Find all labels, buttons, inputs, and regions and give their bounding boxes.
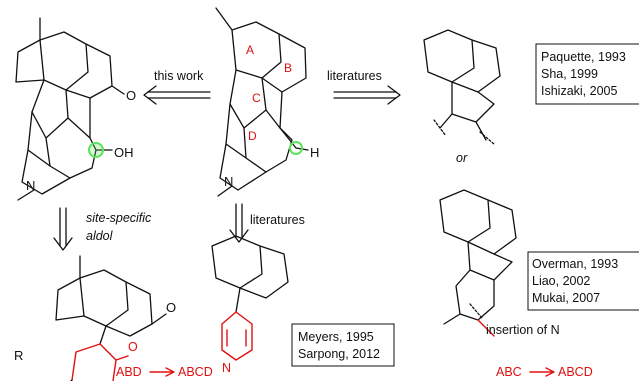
hydroxyl-stereocenter-marker bbox=[88, 142, 104, 158]
site-specific-label: site-specific bbox=[86, 211, 152, 225]
ring-label-a: A bbox=[246, 43, 254, 57]
n-insertion-precursor-molecule: insertion of N bbox=[439, 189, 560, 337]
atom-n-center: N bbox=[224, 174, 233, 189]
atom-oh: OH bbox=[114, 145, 134, 160]
target-molecule: A B C D H N bbox=[215, 7, 319, 197]
hydroxy-ketone-molecule: O OH N bbox=[15, 17, 136, 201]
atom-o-ketone-top: O bbox=[126, 88, 136, 103]
insertion-of-n-label: insertion of N bbox=[486, 323, 560, 337]
tetracyclic-fragment-top-right: or bbox=[423, 29, 501, 165]
atom-n-pyridine: N bbox=[222, 361, 231, 375]
or-label: or bbox=[456, 151, 468, 165]
literatures-down-label: literatures bbox=[250, 213, 305, 227]
ref-sarpong: Sarpong, 2012 bbox=[298, 347, 380, 361]
literatures-right-arrow: literatures bbox=[327, 69, 401, 105]
atom-h: H bbox=[310, 145, 319, 160]
stereocenter-marker-center bbox=[289, 141, 303, 155]
ref-paquette: Paquette, 1993 bbox=[541, 50, 626, 64]
atom-o-red: O bbox=[128, 340, 138, 354]
reference-box-bottom-middle: Meyers, 1995 Sarpong, 2012 bbox=[291, 323, 395, 367]
aldol-label: aldol bbox=[86, 229, 114, 243]
this-work-label: this work bbox=[154, 69, 204, 83]
ring-label-b: B bbox=[284, 61, 292, 75]
ref-meyers: Meyers, 1995 bbox=[298, 330, 374, 344]
pyridine-precursor-molecule: N bbox=[211, 235, 289, 375]
site-specific-aldol-arrow: site-specific aldol bbox=[53, 207, 152, 251]
aldol-precursor-molecule: O O bbox=[55, 255, 176, 381]
strategy-left-to: ABCD bbox=[178, 365, 213, 379]
ring-label-d: D bbox=[248, 129, 257, 143]
ring-label-c: C bbox=[252, 91, 261, 105]
reference-box-top-right: Paquette, 1993 Sha, 1999 Ishizaki, 2005 bbox=[535, 43, 639, 105]
strategy-right-to: ABCD bbox=[558, 365, 593, 379]
strategy-abd-to-abcd: ABD ABCD bbox=[116, 365, 213, 379]
ref-mukai: Mukai, 2007 bbox=[532, 291, 600, 305]
literatures-down-arrow: literatures bbox=[229, 203, 305, 243]
atom-r: R bbox=[14, 348, 23, 363]
strategy-left-from: ABD bbox=[116, 365, 142, 379]
atom-n-top-left: N bbox=[26, 178, 35, 193]
this-work-arrow: this work bbox=[143, 69, 211, 105]
ref-liao: Liao, 2002 bbox=[532, 274, 590, 288]
literatures-right-label: literatures bbox=[327, 69, 382, 83]
strategy-right-from: ABC bbox=[496, 365, 522, 379]
atom-o-ketone-bottom: O bbox=[166, 300, 176, 315]
reference-box-bottom-right: Overman, 1993 Liao, 2002 Mukai, 2007 bbox=[527, 251, 639, 311]
strategy-abc-to-abcd: ABC ABCD bbox=[496, 365, 593, 379]
ref-overman: Overman, 1993 bbox=[532, 257, 618, 271]
ref-sha: Sha, 1999 bbox=[541, 67, 598, 81]
ref-ishizaki: Ishizaki, 2005 bbox=[541, 84, 617, 98]
